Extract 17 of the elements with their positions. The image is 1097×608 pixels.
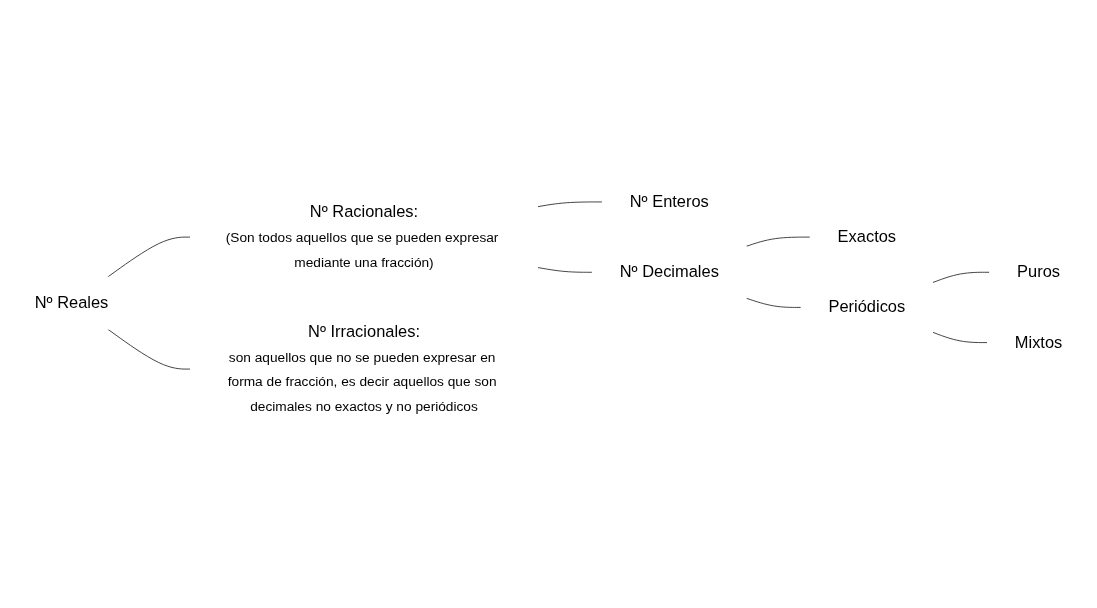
node-text: Nº Irracionales: son aquellos que no se pueden expresar en forma de fracción, es decir aquellos que son decimales no exactos y no periódicos	[227, 322, 497, 414]
connector	[745, 297, 802, 308]
node-text: Nº Decimales	[619, 262, 719, 281]
connector	[745, 236, 811, 247]
node-text: Exactos	[837, 227, 897, 246]
node-text: Mixtos	[1014, 332, 1063, 352]
node-text: Periódicos	[828, 297, 906, 317]
node-text: Nº Reales	[34, 293, 109, 312]
node-text: Puros	[1017, 262, 1061, 281]
connector	[932, 331, 988, 344]
connector	[932, 271, 991, 284]
node-text: Nº Racionales: (Son todos aquellos que se pueden expresar mediante una fracción)	[225, 202, 499, 270]
connector	[107, 328, 191, 370]
connector	[537, 267, 593, 273]
node-text: Nº Enteros	[629, 192, 709, 211]
connector	[107, 236, 191, 278]
connector	[537, 201, 603, 208]
